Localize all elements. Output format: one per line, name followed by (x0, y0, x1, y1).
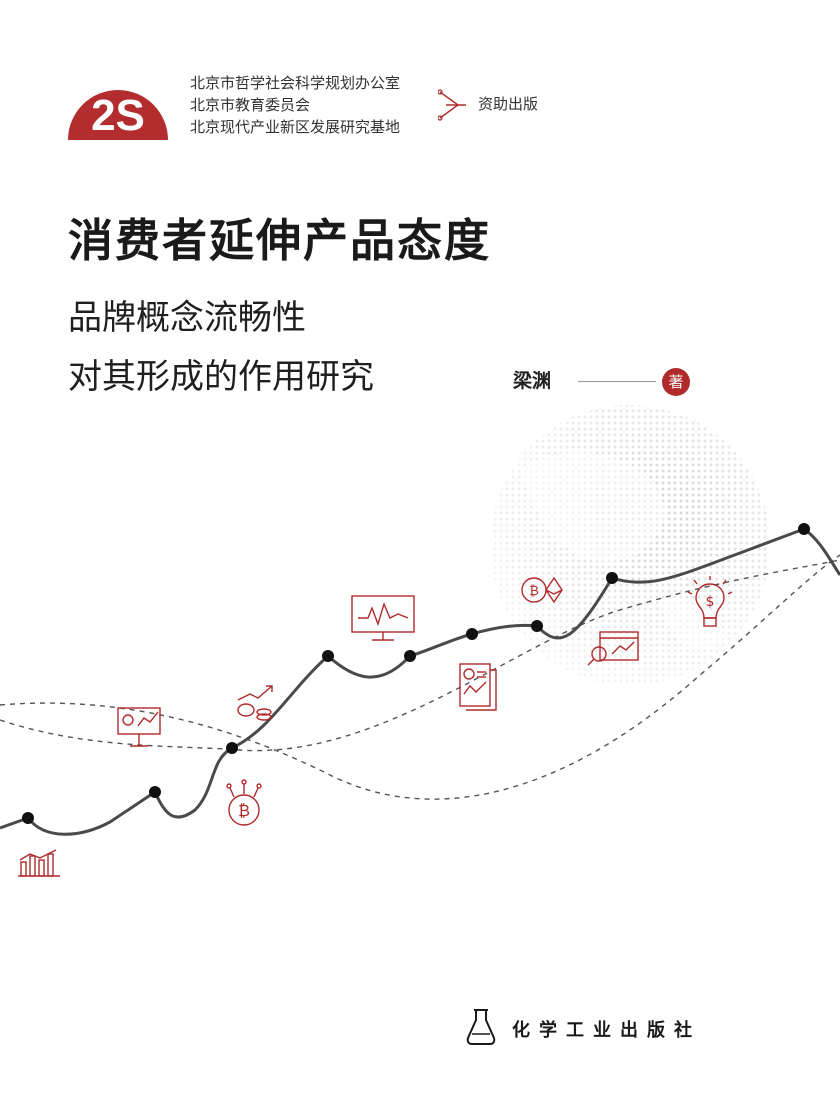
dashed-trend-line (0, 559, 840, 752)
monitor-chart-icon (351, 595, 415, 641)
report-document-icon (459, 663, 497, 711)
flask-icon (466, 1008, 496, 1046)
bitcoin-ethereum-icon: ₿ (521, 576, 563, 604)
arrow-icon (437, 88, 470, 122)
sponsor-line: 北京市教育委员会 (190, 96, 311, 114)
trend-node (798, 523, 810, 535)
bar-chart-icon (18, 849, 60, 877)
dashed-trend-line (0, 554, 840, 800)
sponsor-list: 北京市哲学社会科学规划办公室 北京市教育委员会 北京现代产业新区发展研究基地 (190, 72, 450, 138)
sponsor-line: 北京现代产业新区发展研究基地 (190, 118, 401, 136)
publisher-name: 化学工业出版社 (512, 1020, 701, 1041)
sponsor-line: 北京市哲学社会科学规划办公室 (190, 74, 401, 92)
book-subtitle-line2: 对其形成的作用研究 (68, 357, 374, 397)
trend-node (149, 786, 161, 798)
book-subtitle-line1: 品牌概念流畅性 (68, 298, 306, 338)
author-role-badge: 著 (662, 368, 690, 396)
lightbulb-dollar-icon: $ (687, 576, 733, 627)
author-divider (578, 381, 656, 382)
trend-node (22, 812, 34, 824)
book-title: 消费者延伸产品态度 (68, 214, 492, 267)
author-name: 梁渊 (513, 370, 552, 392)
trend-node (531, 620, 543, 632)
trend-node (226, 742, 238, 754)
globe-graphic (490, 405, 770, 685)
coins-growth-icon (237, 685, 273, 721)
svg-text:$: $ (706, 594, 715, 610)
presentation-chart-icon (117, 707, 161, 747)
sponsor-suffix: 资助出版 (478, 95, 539, 113)
trend-node (404, 650, 416, 662)
analytics-window-icon (587, 631, 639, 666)
trend-node (466, 628, 478, 640)
svg-text:₿: ₿ (529, 584, 539, 599)
svg-text:₿: ₿ (238, 801, 250, 820)
cover-artwork: ₿ (0, 400, 840, 920)
trend-nodes (22, 523, 810, 824)
bitcoin-icon: ₿ (226, 779, 262, 826)
publisher-logo: 2S (68, 60, 168, 140)
logo-text: 2S (91, 91, 145, 140)
trend-node (322, 650, 334, 662)
trend-node (606, 572, 618, 584)
